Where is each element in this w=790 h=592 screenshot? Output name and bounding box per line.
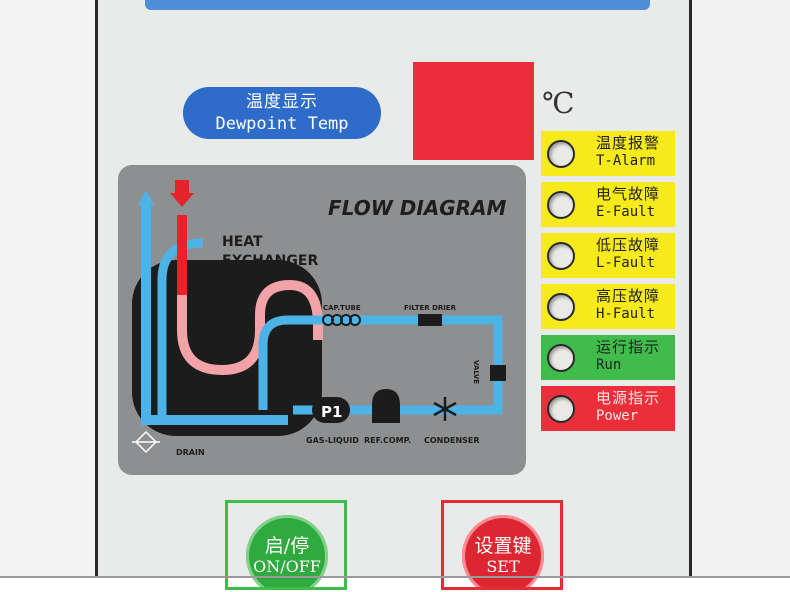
set-button-label-en: SET [486, 557, 520, 576]
ref-comp-label: REF.COMP. [364, 436, 411, 445]
filter-drier-icon [418, 314, 442, 326]
indicator-label-cn: 电气故障 [596, 185, 661, 203]
heat-exchanger-label-1: HEAT [222, 234, 263, 250]
indicator-lamp-icon [547, 140, 575, 168]
indicator-label-cn: 电源指示 [596, 389, 661, 407]
indicator-e-fault: 电气故障 E-Fault [541, 182, 675, 227]
onoff-button-label-en: ON/OFF [253, 557, 321, 576]
indicator-label-en: H-Fault [596, 306, 656, 322]
top-strip [145, 0, 650, 10]
dewpoint-label-cn: 温度显示 [246, 92, 318, 112]
cold-line-inner [157, 238, 204, 420]
temperature-unit: ℃ [542, 86, 575, 120]
set-button-frame: 设置键 SET [441, 500, 563, 590]
hot-line-coil [177, 225, 323, 376]
set-button[interactable]: 设置键 SET [462, 515, 544, 587]
background-right [692, 0, 790, 578]
flow-diagram: FLOW DIAGRAM HEAT EXCHANGER CAP.TUBE FIL… [118, 165, 526, 475]
indicator-lamp-icon [547, 242, 575, 270]
indicator-h-fault: 高压故障 H-Fault [541, 284, 675, 329]
cold-outlet-arrow-icon [138, 190, 154, 205]
cap-tube-coil-icon [322, 314, 361, 326]
filter-drier-label: FILTER DRIER [404, 304, 457, 312]
hot-inlet-arrow-icon [170, 180, 194, 207]
onoff-button[interactable]: 启/停 ON/OFF [246, 515, 328, 587]
set-button-label-cn: 设置键 [474, 535, 532, 557]
drain-label: DRAIN [176, 448, 205, 457]
indicator-label-cn: 低压故障 [596, 236, 661, 254]
dewpoint-label: 温度显示 Dewpoint Temp [183, 87, 381, 139]
cap-tube-label: CAP.TUBE [323, 304, 361, 312]
indicator-label-cn: 温度报警 [596, 134, 661, 152]
ref-comp-icon [372, 389, 400, 423]
indicator-label-en: T-Alarm [596, 153, 656, 169]
dewpoint-label-en: Dewpoint Temp [215, 114, 349, 134]
bottom-edge [0, 576, 790, 578]
indicator-label-en: L-Fault [596, 255, 656, 271]
indicator-label-en: Power [596, 408, 639, 424]
flow-title: FLOW DIAGRAM [328, 196, 507, 220]
indicator-label-en: Run [596, 357, 622, 373]
valve-icon [490, 365, 506, 381]
p1-icon [312, 397, 350, 423]
indicator-lamp-icon [547, 191, 575, 219]
indicator-l-fault: 低压故障 L-Fault [541, 233, 675, 278]
onoff-button-frame: 启/停 ON/OFF [225, 500, 347, 590]
p1-label: P1 [321, 403, 342, 421]
background-left [0, 0, 95, 578]
indicator-lamp-icon [547, 344, 575, 372]
heat-exchanger-label-2: EXCHANGER [222, 253, 318, 269]
drain-icon [134, 430, 158, 454]
indicator-run: 运行指示 Run [541, 335, 675, 380]
hot-line-inlet [177, 215, 187, 295]
indicator-t-alarm: 温度报警 T-Alarm [541, 131, 675, 176]
indicator-lamp-icon [547, 293, 575, 321]
indicator-label-cn: 高压故障 [596, 287, 661, 305]
indicator-label-en: E-Fault [596, 204, 656, 220]
gas-liquid-label: GAS-LIQUID [306, 436, 359, 445]
onoff-button-label-cn: 启/停 [264, 535, 310, 557]
temperature-display [413, 62, 534, 160]
indicator-power: 电源指示 Power [541, 386, 675, 431]
condenser-label: CONDENSER [424, 436, 480, 445]
indicator-lamp-icon [547, 395, 575, 423]
condenser-fan-icon [433, 397, 457, 421]
indicator-label-cn: 运行指示 [596, 338, 661, 356]
valve-label: VALVE [472, 360, 480, 384]
